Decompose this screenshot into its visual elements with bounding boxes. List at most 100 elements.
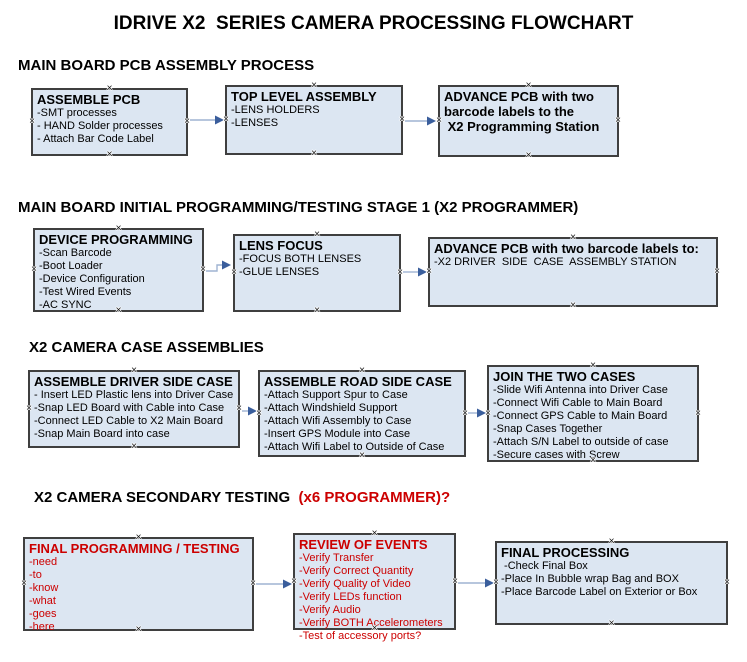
box-lens-focus: LENS FOCUS -FOCUS BOTH LENSES -GLUE LENS… bbox=[231, 230, 403, 316]
box-item: -goes bbox=[29, 608, 57, 620]
box-title: JOIN THE TWO CASES bbox=[493, 369, 636, 384]
box-title: ASSEMBLE PCB bbox=[37, 92, 141, 107]
connection-anchor-icon: × bbox=[135, 532, 142, 543]
section-heading-secondary-testing-black: X2 CAMERA SECONDARY TESTING bbox=[34, 489, 291, 506]
box-item: -Verify Audio bbox=[299, 604, 361, 616]
connection-anchor-icon: × bbox=[115, 223, 122, 234]
box-item-list: -Verify Transfer -Verify Correct Quantit… bbox=[299, 552, 450, 643]
connection-anchor-icon: × bbox=[250, 578, 256, 589]
section-heading-pcb-assembly: MAIN BOARD PCB ASSEMBLY PROCESS bbox=[18, 57, 315, 74]
connection-anchor-icon: × bbox=[371, 623, 378, 634]
box-item: -Attach Support Spur to Case bbox=[264, 389, 408, 401]
box-title: LENS FOCUS bbox=[239, 238, 323, 253]
box-item: -Slide Wifi Antenna into Driver Case bbox=[493, 384, 668, 396]
connection-anchor-icon: × bbox=[525, 150, 532, 161]
connection-anchor-icon: × bbox=[590, 455, 596, 466]
box-final-programming-testing: FINAL PROGRAMMING / TESTING -need -to -k… bbox=[21, 533, 256, 635]
connection-anchor-icon: × bbox=[462, 407, 468, 419]
box-item: -need bbox=[29, 556, 58, 568]
box-device-programming: DEVICE PROGRAMMING -Scan Barcode -Boot L… bbox=[31, 224, 206, 316]
connection-anchor-icon: × bbox=[608, 536, 615, 547]
connection-anchor-icon: × bbox=[371, 528, 378, 539]
connection-anchor-icon: × bbox=[135, 624, 142, 635]
arrow-assemble-pcb-to-top-level bbox=[190, 115, 224, 125]
arrow-review-to-final-processing bbox=[458, 578, 494, 588]
connection-anchor-icon: × bbox=[485, 407, 491, 419]
connection-anchor-icon: × bbox=[399, 114, 405, 125]
box-item: -Secure cases with Screw bbox=[493, 449, 620, 461]
box-bold-line: barcode labels to the bbox=[444, 104, 575, 119]
box-bold-line: X2 Programming Station bbox=[444, 119, 600, 134]
connection-anchor-icon: × bbox=[223, 114, 229, 125]
box-item: -Place Barcode Label on Exterior or Box bbox=[501, 586, 698, 598]
box-join-the-two-cases: JOIN THE TWO CASES -Slide Wifi Antenna i… bbox=[485, 361, 701, 466]
connection-anchor-icon: × bbox=[452, 575, 458, 587]
box-item: -Attach S/N Label to outside of case bbox=[493, 436, 669, 448]
box-title: REVIEW OF EVENTS bbox=[299, 537, 428, 552]
box-item: -Snap Main Board into case bbox=[34, 428, 170, 440]
connection-anchor-icon: × bbox=[397, 267, 403, 278]
box-title: ADVANCE PCB with two barcode labels to: bbox=[434, 241, 699, 256]
box-review-of-events: REVIEW OF EVENTS -Verify Transfer -Verif… bbox=[291, 529, 458, 643]
box-item: -AC SYNC bbox=[39, 299, 92, 311]
connection-anchor-icon: × bbox=[314, 305, 320, 316]
connection-anchor-icon: × bbox=[570, 232, 576, 243]
box-item-list: -SMT processes - HAND Solder processes -… bbox=[37, 107, 182, 146]
box-item: -Snap Cases Together bbox=[493, 423, 603, 435]
box-item-list: -Check Final Box -Place In Bubble wrap B… bbox=[501, 560, 722, 599]
connection-anchor-icon: × bbox=[714, 266, 720, 277]
box-item: -Scan Barcode bbox=[39, 247, 112, 259]
box-bold-line: ADVANCE PCB with two bbox=[444, 89, 594, 104]
connection-anchor-icon: × bbox=[29, 116, 35, 127]
box-item: - HAND Solder processes bbox=[37, 120, 163, 132]
connection-anchor-icon: × bbox=[115, 305, 122, 316]
box-item: -Verify Correct Quantity bbox=[299, 565, 414, 577]
box-item: -here bbox=[29, 621, 55, 633]
connection-anchor-icon: × bbox=[359, 450, 365, 461]
box-top-level-assembly: TOP LEVEL ASSEMBLY -LENS HOLDERS -LENSES… bbox=[223, 81, 405, 159]
connection-anchor-icon: × bbox=[436, 115, 442, 126]
box-final-processing: FINAL PROCESSING -Check Final Box -Place… bbox=[493, 537, 730, 629]
box-item: -Check Final Box bbox=[501, 560, 588, 572]
connection-anchor-icon: × bbox=[359, 365, 365, 376]
connection-anchor-icon: × bbox=[106, 83, 113, 94]
box-item: -Verify BOTH Accelerometers bbox=[299, 617, 443, 629]
box-item-list: -Scan Barcode -Boot Loader -Device Confi… bbox=[39, 247, 198, 312]
box-title: DEVICE PROGRAMMING bbox=[39, 232, 193, 247]
box-item: -Insert GPS Module into Case bbox=[264, 428, 411, 440]
connection-anchor-icon: × bbox=[131, 441, 137, 452]
box-item: -Attach Windshield Support bbox=[264, 402, 398, 414]
arrow-top-level-to-advance-pcb bbox=[405, 116, 436, 126]
section-heading-initial-programming: MAIN BOARD INITIAL PROGRAMMING/TESTING S… bbox=[18, 199, 579, 216]
box-title: ASSEMBLE DRIVER SIDE CASE bbox=[34, 374, 233, 389]
box-assemble-road-side-case: ASSEMBLE ROAD SIDE CASE -Attach Support … bbox=[256, 366, 468, 461]
box-item: -Attach Wifi Assembly to Case bbox=[264, 415, 412, 427]
box-item: -Snap LED Board with Cable into Case bbox=[34, 402, 225, 414]
box-item: -know bbox=[29, 582, 59, 594]
box-item-list: -Slide Wifi Antenna into Driver Case -Co… bbox=[493, 384, 693, 462]
connection-anchor-icon: × bbox=[525, 80, 532, 91]
box-item: -Connect LED Cable to X2 Main Board bbox=[34, 415, 223, 427]
box-title: FINAL PROGRAMMING / TESTING bbox=[29, 541, 240, 556]
connection-anchor-icon: × bbox=[131, 365, 137, 376]
connection-anchor-icon: × bbox=[615, 115, 621, 126]
connection-anchor-icon: × bbox=[21, 578, 27, 589]
connection-anchor-icon: × bbox=[608, 618, 615, 629]
box-item: -Test of accessory ports? bbox=[299, 630, 422, 642]
box-item: -FOCUS BOTH LENSES bbox=[239, 253, 362, 265]
box-item: -Boot Loader bbox=[39, 260, 103, 272]
connection-anchor-icon: × bbox=[311, 80, 317, 91]
connection-anchor-icon: × bbox=[291, 575, 297, 587]
connection-anchor-icon: × bbox=[256, 407, 262, 419]
section-heading-case-assemblies: X2 CAMERA CASE ASSEMBLIES bbox=[29, 339, 264, 356]
connection-anchor-icon: × bbox=[695, 407, 701, 419]
box-item: -LENSES bbox=[231, 117, 279, 129]
box-item: -SMT processes bbox=[37, 107, 117, 119]
connection-anchor-icon: × bbox=[426, 266, 432, 277]
box-item: -Connect GPS Cable to Main Board bbox=[493, 410, 668, 422]
section-heading-secondary-testing-red: (x6 PROGRAMMER)? bbox=[290, 489, 451, 506]
connection-anchor-icon: × bbox=[26, 403, 32, 414]
box-item: -Verify Transfer bbox=[299, 552, 374, 564]
box-assemble-driver-side-case: ASSEMBLE DRIVER SIDE CASE - Insert LED P… bbox=[26, 366, 242, 452]
